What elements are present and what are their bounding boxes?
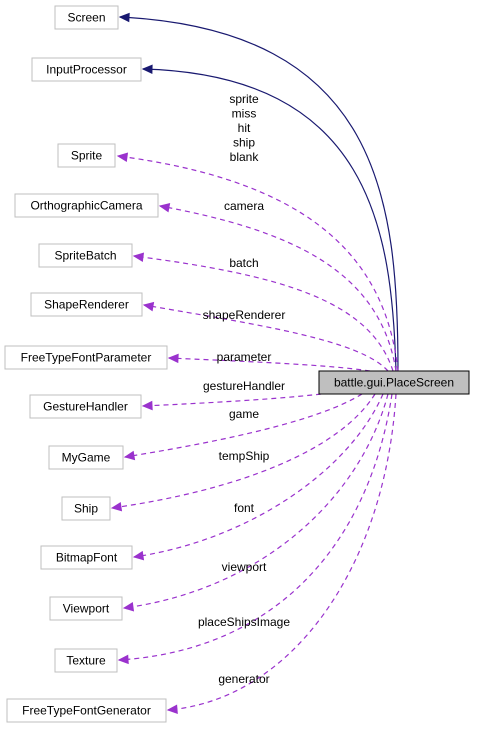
node-mygame[interactable]: MyGame bbox=[48, 445, 124, 470]
node-shaperenderer[interactable]: ShapeRenderer bbox=[30, 292, 143, 317]
node-sprite[interactable]: Sprite bbox=[57, 143, 116, 168]
edge-member-sprite-arrowhead bbox=[116, 152, 129, 162]
node-box bbox=[31, 57, 142, 82]
edge-member-shaperenderer-arrowhead bbox=[142, 301, 155, 312]
edge-member-texture bbox=[118, 393, 393, 661]
node-box bbox=[14, 193, 159, 218]
edge-inherit-screen-arrowhead bbox=[118, 12, 130, 23]
node-box bbox=[38, 243, 133, 268]
node-texture[interactable]: Texture bbox=[54, 648, 118, 673]
edge-label-sprite: ship bbox=[233, 136, 255, 150]
node-box bbox=[40, 545, 133, 570]
edge-label-texture: placeShipsImage bbox=[198, 615, 290, 629]
edge-inherit-screen bbox=[119, 16, 399, 372]
node-main-class[interactable]: battle.gui.PlaceScreen bbox=[318, 370, 470, 395]
node-box bbox=[6, 698, 167, 723]
node-label: battle.gui.PlaceScreen bbox=[334, 376, 454, 390]
node-label: Ship bbox=[74, 502, 98, 516]
edge-label-freetypefontgenerator: generator bbox=[218, 672, 269, 686]
edge-member-sprite bbox=[117, 155, 399, 372]
edge-member-freetypefontgenerator-arrowhead bbox=[166, 704, 178, 714]
node-label: GestureHandler bbox=[43, 400, 128, 414]
edge-label-shaperenderer: shapeRenderer bbox=[203, 308, 286, 322]
nodes-layer: ScreenInputProcessorSpriteOrthographicCa… bbox=[4, 5, 470, 723]
edge-label-ship: tempShip bbox=[219, 449, 270, 463]
node-label: FreeTypeFontGenerator bbox=[22, 704, 151, 718]
edges-layer bbox=[110, 12, 399, 714]
node-orthographiccamera[interactable]: OrthographicCamera bbox=[14, 193, 159, 218]
edge-label-spritebatch: batch bbox=[229, 256, 258, 270]
node-box bbox=[4, 345, 168, 370]
node-label: Screen bbox=[67, 11, 105, 25]
node-box bbox=[48, 445, 124, 470]
edge-label-mygame: game bbox=[229, 407, 259, 421]
edge-label-sprite: blank bbox=[230, 150, 260, 164]
node-label: OrthographicCamera bbox=[30, 199, 142, 213]
edge-label-sprite: sprite bbox=[229, 92, 259, 106]
node-label: MyGame bbox=[62, 451, 111, 465]
node-gesturehandler[interactable]: GestureHandler bbox=[29, 394, 142, 419]
edge-label-gesturehandler: gestureHandler bbox=[203, 379, 285, 393]
node-box bbox=[49, 596, 123, 621]
node-spritebatch[interactable]: SpriteBatch bbox=[38, 243, 133, 268]
node-box bbox=[29, 394, 142, 419]
edge-label-orthographiccamera: camera bbox=[224, 199, 264, 213]
edge-member-shaperenderer bbox=[143, 304, 389, 372]
node-label: InputProcessor bbox=[46, 63, 127, 77]
edge-inherit-inputprocessor bbox=[142, 68, 397, 372]
node-box bbox=[54, 5, 119, 30]
edge-label-freetypefontparameter: parameter bbox=[217, 350, 272, 364]
node-bitmapfont[interactable]: BitmapFont bbox=[40, 545, 133, 570]
node-viewport[interactable]: Viewport bbox=[49, 596, 123, 621]
node-label: FreeTypeFontParameter bbox=[21, 351, 152, 365]
edge-member-viewport-arrowhead bbox=[122, 602, 135, 612]
edge-member-bitmapfont-arrowhead bbox=[132, 550, 145, 561]
node-box bbox=[54, 648, 118, 673]
node-box bbox=[61, 496, 111, 521]
edge-label-sprite: miss bbox=[232, 107, 257, 121]
node-freetypefontparameter[interactable]: FreeTypeFontParameter bbox=[4, 345, 168, 370]
edge-label-bitmapfont: font bbox=[234, 501, 255, 515]
edge-member-mygame bbox=[124, 393, 363, 458]
edge-member-freetypefontparameter-arrowhead bbox=[167, 353, 179, 364]
node-screen[interactable]: Screen bbox=[54, 5, 119, 30]
edge-member-mygame-arrowhead bbox=[123, 450, 136, 461]
node-freetypefontgenerator[interactable]: FreeTypeFontGenerator bbox=[6, 698, 167, 723]
edge-member-orthographiccamera bbox=[159, 205, 397, 372]
edge-member-bitmapfont bbox=[133, 393, 384, 558]
edge-member-orthographiccamera-arrowhead bbox=[158, 203, 171, 213]
node-label: Viewport bbox=[63, 602, 110, 616]
node-box bbox=[318, 370, 470, 395]
node-label: ShapeRenderer bbox=[44, 298, 129, 312]
edge-member-texture-arrowhead bbox=[117, 654, 129, 665]
node-box bbox=[30, 292, 143, 317]
node-box bbox=[57, 143, 116, 168]
edge-label-sprite: hit bbox=[238, 121, 251, 135]
edge-member-spritebatch bbox=[133, 255, 394, 372]
edge-label-viewport: viewport bbox=[222, 560, 267, 574]
edge-member-spritebatch-arrowhead bbox=[132, 252, 145, 262]
edge-member-ship bbox=[111, 393, 376, 509]
node-ship[interactable]: Ship bbox=[61, 496, 111, 521]
node-label: Texture bbox=[66, 654, 106, 668]
node-inputprocessor[interactable]: InputProcessor bbox=[31, 57, 142, 82]
node-label: SpriteBatch bbox=[54, 249, 116, 263]
edge-member-freetypefontgenerator bbox=[167, 393, 397, 711]
node-label: Sprite bbox=[71, 149, 103, 163]
edge-inherit-inputprocessor-arrowhead bbox=[141, 64, 153, 75]
edge-member-ship-arrowhead bbox=[110, 501, 123, 512]
edge-member-gesturehandler bbox=[142, 392, 331, 407]
edge-member-gesturehandler-arrowhead bbox=[141, 400, 153, 411]
node-label: BitmapFont bbox=[56, 551, 118, 565]
edge-member-freetypefontparameter bbox=[168, 357, 371, 372]
edge-member-viewport bbox=[123, 393, 389, 609]
